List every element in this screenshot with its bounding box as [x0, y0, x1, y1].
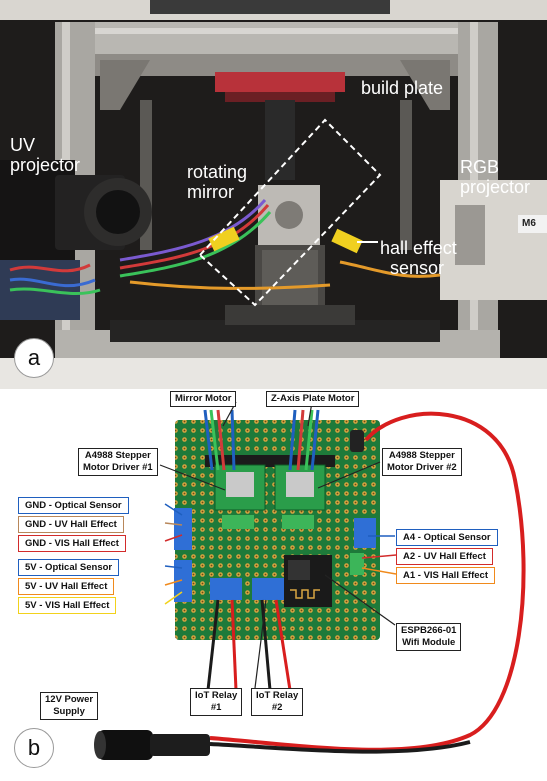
pin-5v-optical: 5V - Optical Sensor [18, 559, 120, 576]
panel-a-badge: a [14, 338, 54, 378]
driver-2-callout: A4988 Stepper Motor Driver #2 [382, 448, 462, 476]
driver-1-callout: A4988 Stepper Motor Driver #1 [78, 448, 158, 476]
pin-gnd-optical: GND - Optical Sensor [18, 497, 129, 514]
photo-panel-a: UV projector build plate rotating mirror… [0, 0, 547, 389]
z-axis-motor-callout: Z-Axis Plate Motor [266, 391, 360, 407]
panel-b-badge: b [14, 728, 54, 768]
printer-photo [0, 0, 547, 389]
pin-5v-vis-hall: 5V - VIS Hall Effect [18, 597, 117, 614]
photo-panel-b: Mirror Motor Z-Axis Plate Motor A4988 St… [0, 390, 547, 781]
hall-effect-sensor-label: hall effect sensor [380, 238, 457, 278]
pin-gnd-uv-hall: GND - UV Hall Effect [18, 516, 124, 533]
iot-relay-2-callout: IoT Relay #2 [251, 688, 304, 716]
pin-a1-vis-hall: A1 - VIS Hall Effect [396, 567, 495, 584]
power-supply-callout: 12V Power Supply [40, 692, 99, 720]
mirror-motor-callout: Mirror Motor [170, 391, 237, 407]
rgb-projector-label: RGB projector [460, 157, 531, 197]
pin-gnd-vis-hall: GND - VIS Hall Effect [18, 535, 126, 552]
iot-relay-1-callout: IoT Relay #1 [190, 688, 243, 716]
pin-5v-uv-hall: 5V - UV Hall Effect [18, 578, 115, 595]
side-tag: M6 [522, 218, 536, 229]
pin-a4-optical: A4 - Optical Sensor [396, 529, 498, 546]
uv-projector-label: UV projector [10, 135, 81, 175]
pin-a2-uv-hall: A2 - UV Hall Effect [396, 548, 493, 565]
esp-module-callout: ESPB266-01 Wifi Module [396, 623, 462, 651]
rotating-mirror-label: rotating mirror [187, 162, 248, 202]
build-plate-label: build plate [361, 78, 444, 98]
circuit-board-photo [94, 401, 526, 760]
